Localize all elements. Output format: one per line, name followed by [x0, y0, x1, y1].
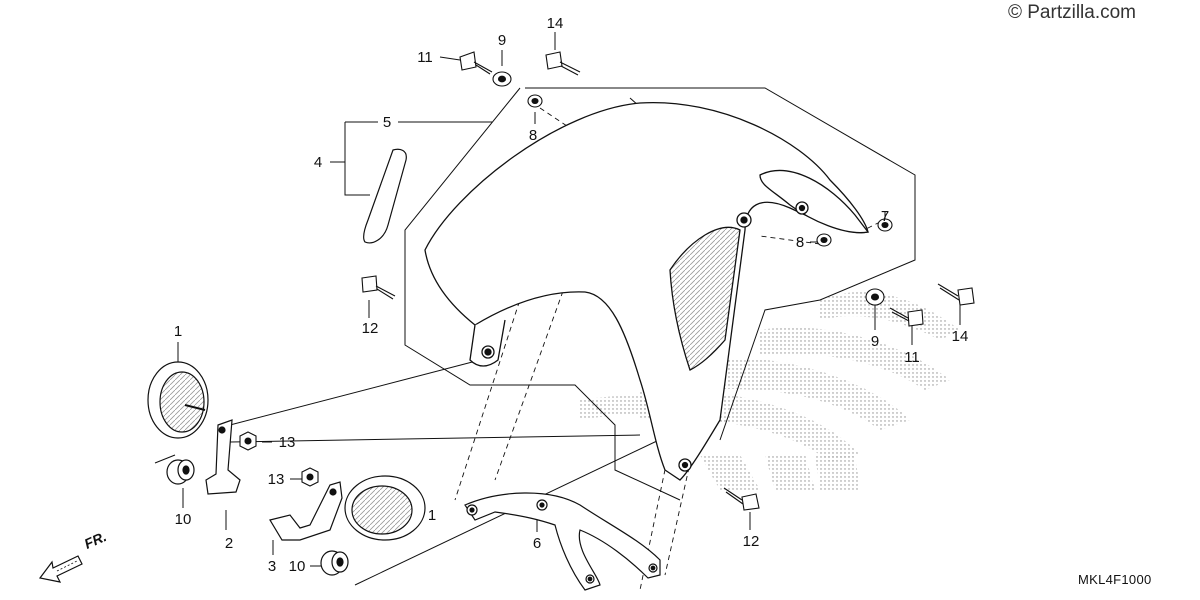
stays [205, 419, 661, 591]
bolt-14-right [937, 283, 975, 306]
washers-and-nuts [239, 71, 893, 487]
callout-label: 1 [428, 507, 436, 524]
bolts [361, 51, 975, 511]
callout-label: 9 [871, 333, 879, 350]
callout-label: 13 [268, 471, 285, 488]
decal-strip [362, 148, 407, 244]
callout-label: 14 [952, 328, 969, 345]
callout-label: 11 [417, 49, 433, 66]
callout-label: 10 [289, 558, 306, 575]
front-fender [424, 101, 870, 481]
reflectors [147, 361, 426, 541]
callout-label: 12 [362, 320, 379, 337]
callout-label: 9 [498, 32, 506, 49]
callout-label: 13 [279, 434, 296, 451]
callout-label: 6 [533, 535, 541, 552]
callout-label: 8 [529, 127, 537, 144]
diagram-code: MKL4F1000 [1078, 572, 1152, 587]
arrow-forward-icon [38, 555, 83, 583]
callout-brackets [177, 32, 961, 567]
callout-label: 2 [225, 535, 233, 552]
callout-label: 8 [796, 234, 804, 251]
callout-label: 11 [904, 349, 920, 366]
watermark: © Partzilla.com [1007, 2, 1136, 23]
callout-label: 14 [547, 15, 564, 32]
callout-label: 4 [314, 154, 322, 171]
callout-label: 7 [881, 208, 889, 225]
callout-labels: 11 9 14 5 8 4 7 8 14 12 9 11 1 13 13 1 1… [174, 15, 969, 575]
callout-label: 10 [175, 511, 192, 528]
bolt-12-left [361, 275, 396, 300]
bolt-11-right [889, 307, 924, 327]
callout-label: 5 [383, 114, 391, 131]
bolt-11-top [459, 51, 493, 75]
grommets [166, 459, 349, 576]
bolt-14-top [545, 51, 581, 76]
callout-label: 3 [268, 558, 276, 575]
callout-label: 12 [743, 533, 760, 550]
bolt-12-right [723, 487, 760, 511]
callout-label: 1 [174, 323, 182, 340]
